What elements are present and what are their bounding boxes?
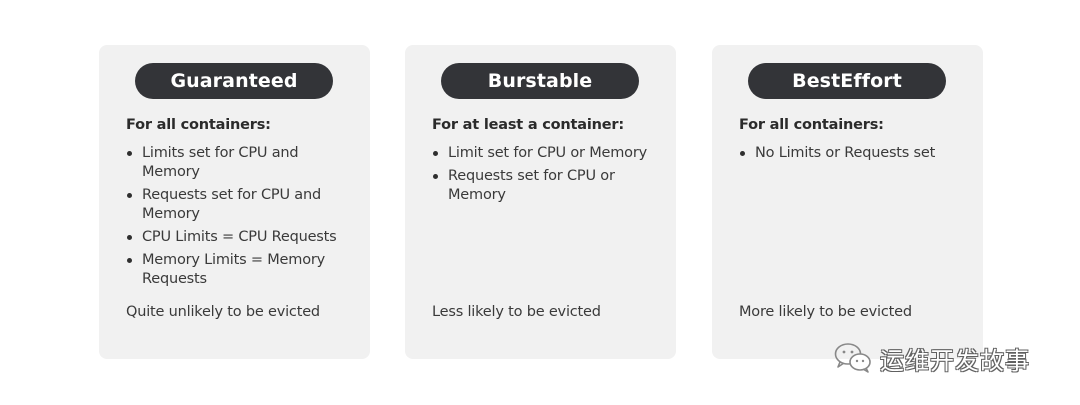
list-item-text: No Limits or Requests set — [755, 145, 936, 161]
list-item-text: Requests set for CPU and Memory — [142, 187, 321, 222]
list-item: No Limits or Requests set — [739, 144, 954, 163]
requirements-list: Limits set for CPU and Memory Requests s… — [126, 144, 341, 293]
qos-card-besteffort: BestEffort For all containers: No Limits… — [712, 45, 983, 359]
requirements-list: Limit set for CPU or Memory Requests set… — [432, 144, 647, 209]
bullet-icon — [127, 193, 132, 198]
qos-card-guaranteed: Guaranteed For all containers: Limits se… — [99, 45, 370, 359]
list-item-text: Memory Limits = Memory Requests — [142, 252, 326, 287]
list-item: Limit set for CPU or Memory — [432, 144, 647, 163]
eviction-note: More likely to be evicted — [739, 304, 912, 320]
bullet-icon — [740, 151, 745, 156]
bullet-icon — [127, 151, 132, 156]
list-item-text: CPU Limits = CPU Requests — [142, 229, 337, 245]
bullet-icon — [127, 258, 132, 263]
list-item-text: Limits set for CPU and Memory — [142, 145, 299, 180]
card-heading: For at least a container: — [432, 117, 624, 133]
wechat-icon — [834, 343, 871, 373]
eviction-note: Less likely to be evicted — [432, 304, 601, 320]
list-item-text: Limit set for CPU or Memory — [448, 145, 647, 161]
list-item: Limits set for CPU and Memory — [126, 144, 341, 182]
card-title-pill: BestEffort — [748, 63, 946, 99]
card-title-pill: Burstable — [441, 63, 639, 99]
list-item: Requests set for CPU or Memory — [432, 167, 647, 205]
card-heading: For all containers: — [739, 117, 884, 133]
qos-card-burstable: Burstable For at least a container: Limi… — [405, 45, 676, 359]
list-item: Requests set for CPU and Memory — [126, 186, 341, 224]
bullet-icon — [433, 174, 438, 179]
card-heading: For all containers: — [126, 117, 271, 133]
list-item: Memory Limits = Memory Requests — [126, 251, 341, 289]
bullet-icon — [127, 235, 132, 240]
watermark: 运维开发故事 — [834, 338, 1030, 378]
list-item-text: Requests set for CPU or Memory — [448, 168, 615, 203]
requirements-list: No Limits or Requests set — [739, 144, 954, 167]
list-item: CPU Limits = CPU Requests — [126, 228, 341, 247]
watermark-text: 运维开发故事 — [880, 346, 1030, 375]
bullet-icon — [433, 151, 438, 156]
card-title-pill: Guaranteed — [135, 63, 333, 99]
eviction-note: Quite unlikely to be evicted — [126, 304, 320, 320]
